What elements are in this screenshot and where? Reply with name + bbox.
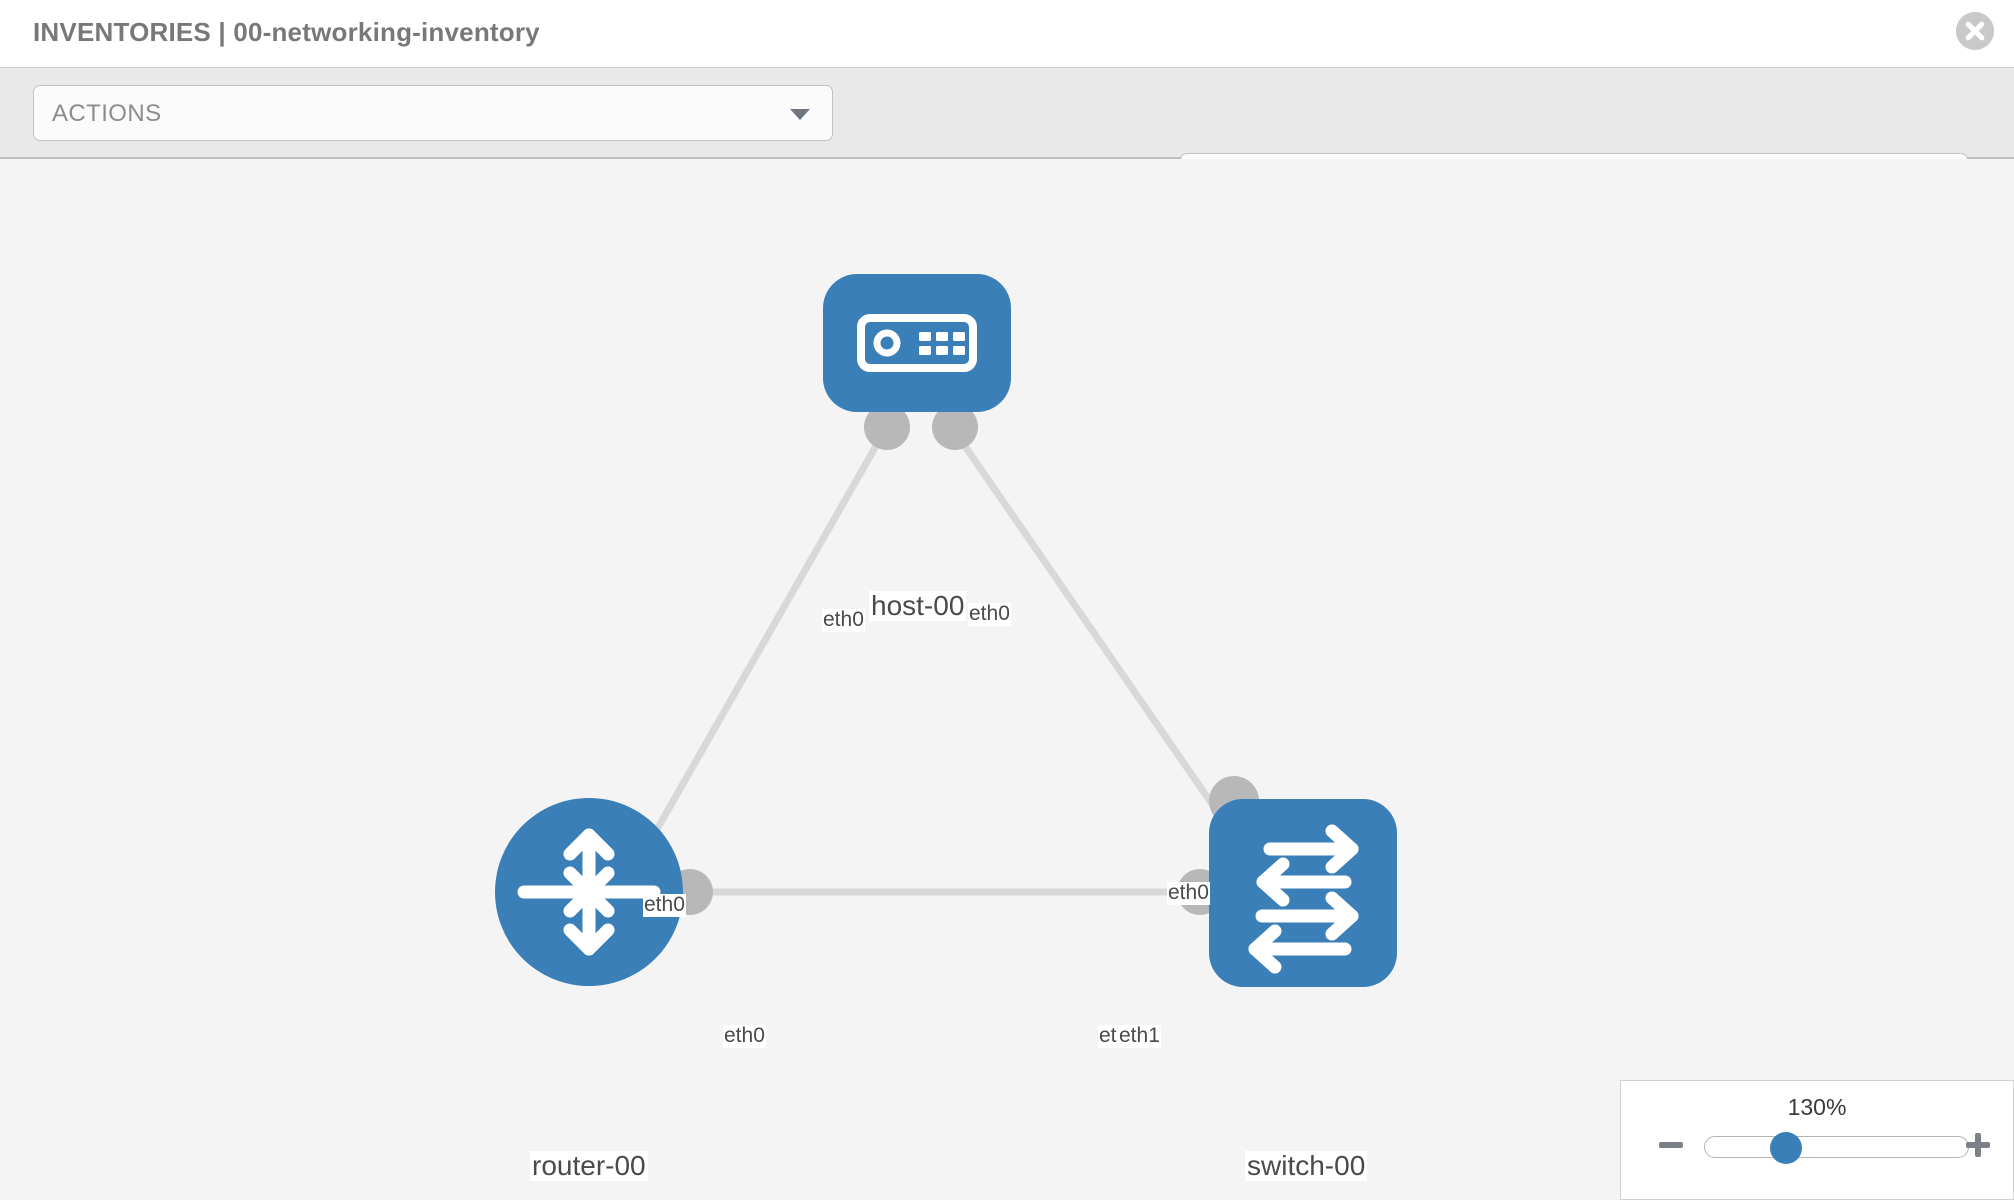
minus-icon[interactable] — [1656, 1130, 1686, 1160]
topology-canvas[interactable]: host-00 router-00 switch-00 eth0 eth0 et… — [0, 159, 2014, 1200]
router-arrows-icon — [517, 828, 661, 956]
window-header: INVENTORIES | 00-networking-inventory — [0, 0, 2014, 68]
iface-label-router-upper: eth0 — [643, 893, 686, 917]
close-icon[interactable] — [1956, 12, 1994, 50]
link-host-router — [636, 437, 884, 861]
chevron-down-icon — [790, 109, 810, 120]
zoom-slider[interactable] — [1704, 1136, 1969, 1158]
topology-graph — [495, 274, 1397, 987]
node-router-00 — [495, 798, 683, 986]
plus-icon[interactable] — [1963, 1130, 1993, 1160]
server-device-icon — [857, 314, 977, 372]
node-switch-00 — [1209, 799, 1397, 987]
iface-label-router-right: eth0 — [723, 1024, 766, 1048]
zoom-level-value: 130% — [1787, 1094, 1847, 1120]
actions-dropdown[interactable]: ACTIONS — [33, 85, 833, 141]
connector-host-left — [864, 404, 910, 450]
node-label-host-00: host-00 — [869, 590, 967, 622]
node-host-00 — [823, 274, 1011, 412]
page-title: INVENTORIES | 00-networking-inventory — [33, 17, 540, 47]
node-label-switch-00: switch-00 — [1245, 1150, 1368, 1182]
connector-host-right — [932, 404, 978, 450]
iface-label-switch-left: eth1 — [1118, 1024, 1161, 1048]
zoom-slider-thumb[interactable] — [1770, 1132, 1802, 1164]
toolbar: ACTIONS SEARCH — [0, 68, 2014, 209]
link-host-switch — [957, 437, 1253, 861]
iface-label-host-left: eth0 — [822, 608, 865, 632]
iface-label-switch-upper: eth0 — [1167, 881, 1210, 905]
zoom-control-panel: 130% — [1620, 1080, 2014, 1200]
topology-links — [636, 437, 1253, 896]
switch-arrows-icon — [1248, 824, 1359, 974]
iface-label-host-right: eth0 — [968, 602, 1011, 626]
node-label-router-00: router-00 — [530, 1150, 648, 1182]
actions-dropdown-label: ACTIONS — [52, 100, 162, 127]
